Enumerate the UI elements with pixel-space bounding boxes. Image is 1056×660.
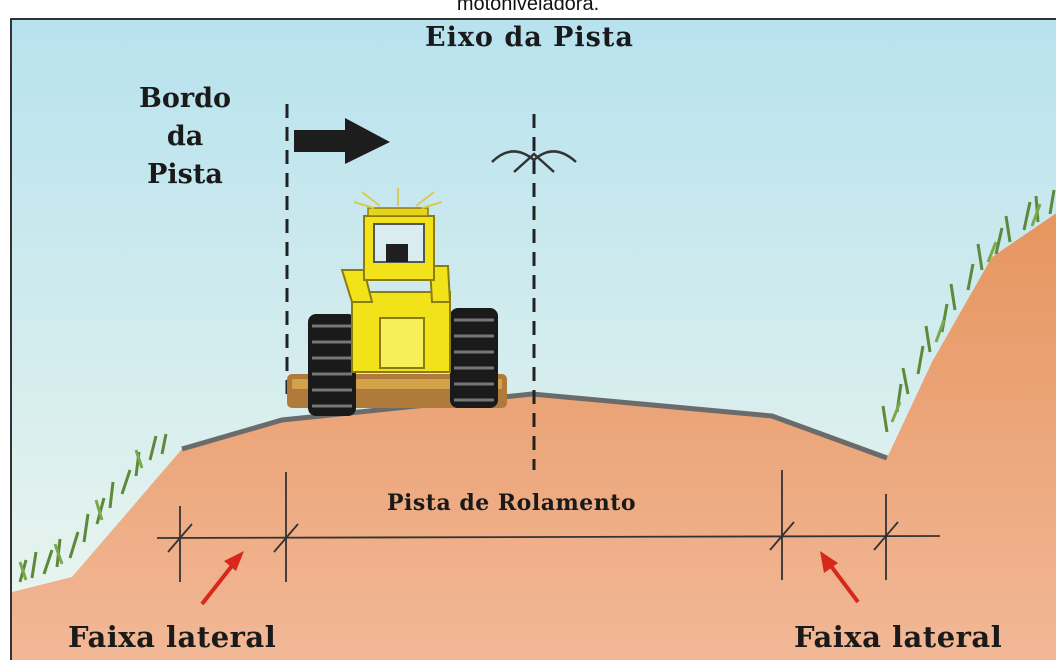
bordo-line-2: da xyxy=(166,121,204,152)
figure-caption: motoniveladora. xyxy=(456,0,600,15)
faixa-lateral-left-label: Faixa lateral xyxy=(68,620,277,654)
direction-arrow xyxy=(294,118,390,164)
eixo-label: Eixo da Pista xyxy=(425,22,634,53)
faixa-lateral-right-label: Faixa lateral xyxy=(794,620,1003,654)
axis-symbol xyxy=(491,150,577,173)
motor-grader xyxy=(287,188,507,416)
road-cross-section-illustration xyxy=(12,20,1056,660)
diagram-frame: Eixo da Pista Bordo da Pista Pista de Ro… xyxy=(10,18,1056,660)
grass-right xyxy=(881,189,1056,433)
bordo-label: Bordo da Pista xyxy=(130,80,240,194)
pista-rolamento-label: Pista de Rolamento xyxy=(387,490,637,516)
pointer-arrows xyxy=(200,551,860,606)
bordo-line-3: Pista xyxy=(147,159,223,190)
road-surface-line xyxy=(181,391,888,461)
grass-left xyxy=(18,433,168,583)
bordo-line-1: Bordo xyxy=(139,83,231,114)
dimension-lines xyxy=(156,470,941,582)
